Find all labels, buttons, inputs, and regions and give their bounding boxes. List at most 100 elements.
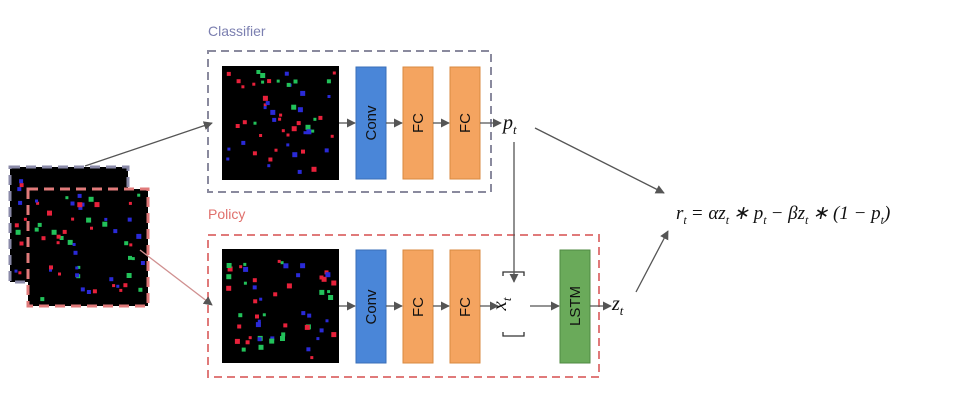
image-dot xyxy=(34,227,39,232)
image-dot xyxy=(293,79,298,84)
image-dot xyxy=(226,274,232,280)
image-dot xyxy=(330,134,334,138)
image-dot xyxy=(242,120,247,125)
image-dot xyxy=(324,148,329,153)
classifier-input-image xyxy=(222,66,339,180)
image-dot xyxy=(137,193,141,197)
image-dot xyxy=(325,272,331,278)
image-dot xyxy=(75,266,79,270)
classifier-output-label: pt xyxy=(501,112,517,137)
image-dot xyxy=(253,299,258,304)
image-dot xyxy=(241,140,246,145)
image-dot xyxy=(226,157,230,161)
image-dot xyxy=(313,117,317,121)
image-dot xyxy=(245,340,250,345)
image-dot xyxy=(94,202,100,208)
image-dot xyxy=(243,266,249,272)
image-dot xyxy=(252,278,257,283)
classifier-fc2-layer xyxy=(449,66,481,180)
image-dot xyxy=(269,338,275,344)
image-dot xyxy=(273,292,278,297)
image-dot xyxy=(19,179,24,184)
image-dot xyxy=(47,210,52,216)
image-dot xyxy=(56,241,60,245)
image-dot xyxy=(297,107,303,113)
image-dot xyxy=(256,70,261,74)
image-dot xyxy=(319,289,325,295)
image-dot xyxy=(238,313,243,318)
image-dot xyxy=(90,226,93,230)
image-dot xyxy=(280,261,284,265)
image-dot xyxy=(65,196,69,200)
image-dot xyxy=(297,169,302,174)
image-dot xyxy=(109,277,114,282)
image-dot xyxy=(257,319,261,323)
policy-fc1-label: FC xyxy=(410,297,427,317)
image-dot xyxy=(129,243,133,247)
image-dot xyxy=(104,217,108,221)
image-dot xyxy=(310,356,314,360)
image-dot xyxy=(253,121,257,125)
image-dot xyxy=(17,187,22,192)
image-dot xyxy=(131,257,135,261)
image-dot xyxy=(292,152,298,158)
image-dot xyxy=(41,236,46,241)
image-dot xyxy=(123,283,128,288)
image-dot xyxy=(286,82,291,87)
image-dot xyxy=(56,234,61,239)
image-dot xyxy=(127,217,132,222)
image-dot xyxy=(241,85,245,89)
image-dot xyxy=(280,336,285,341)
image-dot xyxy=(321,276,327,282)
image-dot xyxy=(36,201,40,205)
image-dot xyxy=(62,229,67,234)
policy-lstm-label: LSTM xyxy=(567,286,584,326)
image-dot xyxy=(35,199,38,203)
image-dot xyxy=(243,281,247,285)
image-dot xyxy=(319,275,324,280)
arrow-z-to-reward xyxy=(635,230,669,293)
image-dot xyxy=(328,295,334,300)
image-dot xyxy=(37,222,42,227)
image-dot xyxy=(116,284,120,288)
image-dot xyxy=(268,157,273,162)
image-dot xyxy=(258,344,264,350)
image-dot xyxy=(14,223,19,228)
classifier-fc1-layer xyxy=(402,66,434,180)
image-dot xyxy=(270,109,276,115)
image-dot xyxy=(252,151,257,156)
image-dot xyxy=(113,229,118,234)
image-dot xyxy=(306,347,311,352)
image-dot xyxy=(276,79,280,83)
image-dot xyxy=(80,202,85,207)
image-dot xyxy=(23,217,27,221)
image-dot xyxy=(300,263,306,269)
image-dot xyxy=(252,285,257,290)
image-dot xyxy=(261,80,265,84)
policy-input-image-dots xyxy=(226,259,337,360)
policy-title: Policy xyxy=(208,206,245,222)
policy-fc1-layer xyxy=(402,249,434,364)
image-dot xyxy=(72,243,76,246)
policy-fc2-layer xyxy=(449,249,481,364)
arrow-input-to-classifier xyxy=(84,121,213,167)
image-dot xyxy=(112,284,116,288)
image-dot xyxy=(71,217,75,221)
image-dot xyxy=(58,272,61,276)
image-dot xyxy=(126,273,132,278)
classifier-fc1-label: FC xyxy=(410,113,427,133)
image-dot xyxy=(80,287,85,292)
image-dot xyxy=(236,79,241,84)
image-dot xyxy=(138,287,143,292)
image-dot xyxy=(260,73,266,78)
image-dot xyxy=(270,336,275,341)
image-dot xyxy=(78,205,83,210)
image-dot xyxy=(301,149,305,154)
image-dot xyxy=(67,239,73,245)
image-dot xyxy=(75,273,80,278)
image-dot xyxy=(327,290,331,294)
classifier-conv-label: Conv xyxy=(363,105,380,141)
flow-arrows xyxy=(84,118,669,311)
classifier-input-image-dots xyxy=(226,70,336,174)
